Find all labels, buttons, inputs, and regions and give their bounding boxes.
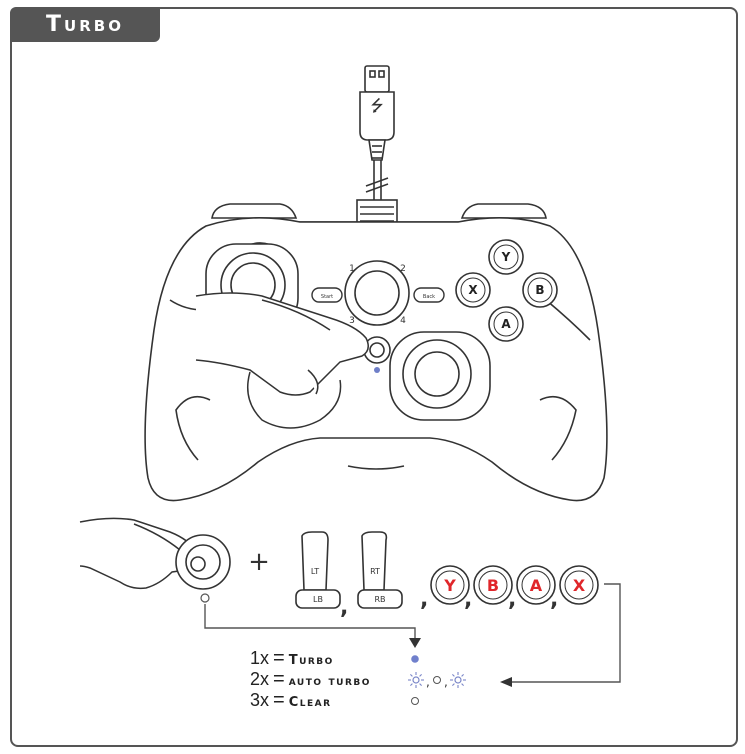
hand-pressing-icon <box>195 292 369 429</box>
combo-a-label: A <box>530 576 543 595</box>
turbo-led-icon <box>374 367 380 373</box>
mode-label: auto turbo <box>288 674 371 689</box>
blink-separator: , <box>444 675 448 689</box>
lt-label: LT <box>311 567 319 576</box>
section-title: Turbo <box>10 7 160 42</box>
led-blink-icon <box>449 671 467 689</box>
start-button[interactable] <box>311 287 343 303</box>
controller-a-label: A <box>501 317 511 331</box>
mode-label: Turbo <box>288 653 334 668</box>
dpad <box>344 260 410 326</box>
back-button[interactable] <box>413 287 445 303</box>
combo-b-button[interactable] <box>473 565 513 605</box>
press-count: 3x <box>250 690 270 710</box>
rt-trigger[interactable] <box>361 531 388 591</box>
led-on-icon <box>411 655 419 663</box>
combo-y-button[interactable] <box>430 565 470 605</box>
dpad-number-3: 3 <box>349 316 355 326</box>
comma-separator: , <box>420 587 428 612</box>
rb-label: RB <box>374 595 385 604</box>
usb-cable <box>356 65 398 229</box>
comma-separator: , <box>550 587 558 612</box>
usb-icon: ⭍ <box>370 96 383 115</box>
controller-y-label: Y <box>501 250 511 264</box>
legend-row-turbo: 1x=Turbo <box>250 648 334 668</box>
turbo-button-icon <box>175 534 231 590</box>
led-blink-icon <box>407 671 425 689</box>
combo-x-label: X <box>573 576 586 595</box>
equals-sign: = <box>273 689 285 711</box>
led-off-icon <box>411 697 419 705</box>
lb-bumper[interactable] <box>295 589 341 609</box>
equals-sign: = <box>273 647 285 669</box>
diagram-frame <box>10 7 738 747</box>
comma-separator: , <box>340 595 348 620</box>
down-arrow-icon <box>409 638 421 648</box>
legend-row-clear: 3x=Clear <box>250 690 332 710</box>
start-label: Start <box>321 294 333 300</box>
blink-separator: , <box>426 675 430 689</box>
connector-arrow <box>204 583 621 683</box>
lt-trigger[interactable] <box>301 531 329 591</box>
dpad-number-2: 2 <box>400 264 406 274</box>
legend-row-auto-turbo: 2x=auto turbo <box>250 669 371 689</box>
lb-label: LB <box>313 595 323 604</box>
hand-icon <box>79 517 198 590</box>
dpad-number-1: 1 <box>349 264 355 274</box>
left-arrow-icon <box>500 677 512 687</box>
combo-x-button[interactable] <box>559 565 599 605</box>
back-label: Back <box>423 294 435 300</box>
rb-bumper[interactable] <box>357 589 403 609</box>
press-count: 2x <box>250 669 270 689</box>
press-count: 1x <box>250 648 270 668</box>
combo-a-button[interactable] <box>516 565 556 605</box>
turbo-button <box>363 336 391 364</box>
rt-label: RT <box>370 567 380 576</box>
comma-separator: , <box>464 587 472 612</box>
plus-sign: + <box>248 547 270 577</box>
comma-separator: , <box>508 587 516 612</box>
combo-y-label: Y <box>443 576 456 595</box>
dpad-number-4: 4 <box>400 316 406 326</box>
led-off-icon <box>433 676 441 684</box>
led-indicator-icon <box>200 593 210 603</box>
combo-b-label: B <box>487 576 499 595</box>
right-stick <box>389 331 491 421</box>
controller-b-label: B <box>535 283 544 297</box>
equals-sign: = <box>273 668 285 690</box>
mode-label: Clear <box>288 695 332 710</box>
controller-x-label: X <box>468 283 478 297</box>
